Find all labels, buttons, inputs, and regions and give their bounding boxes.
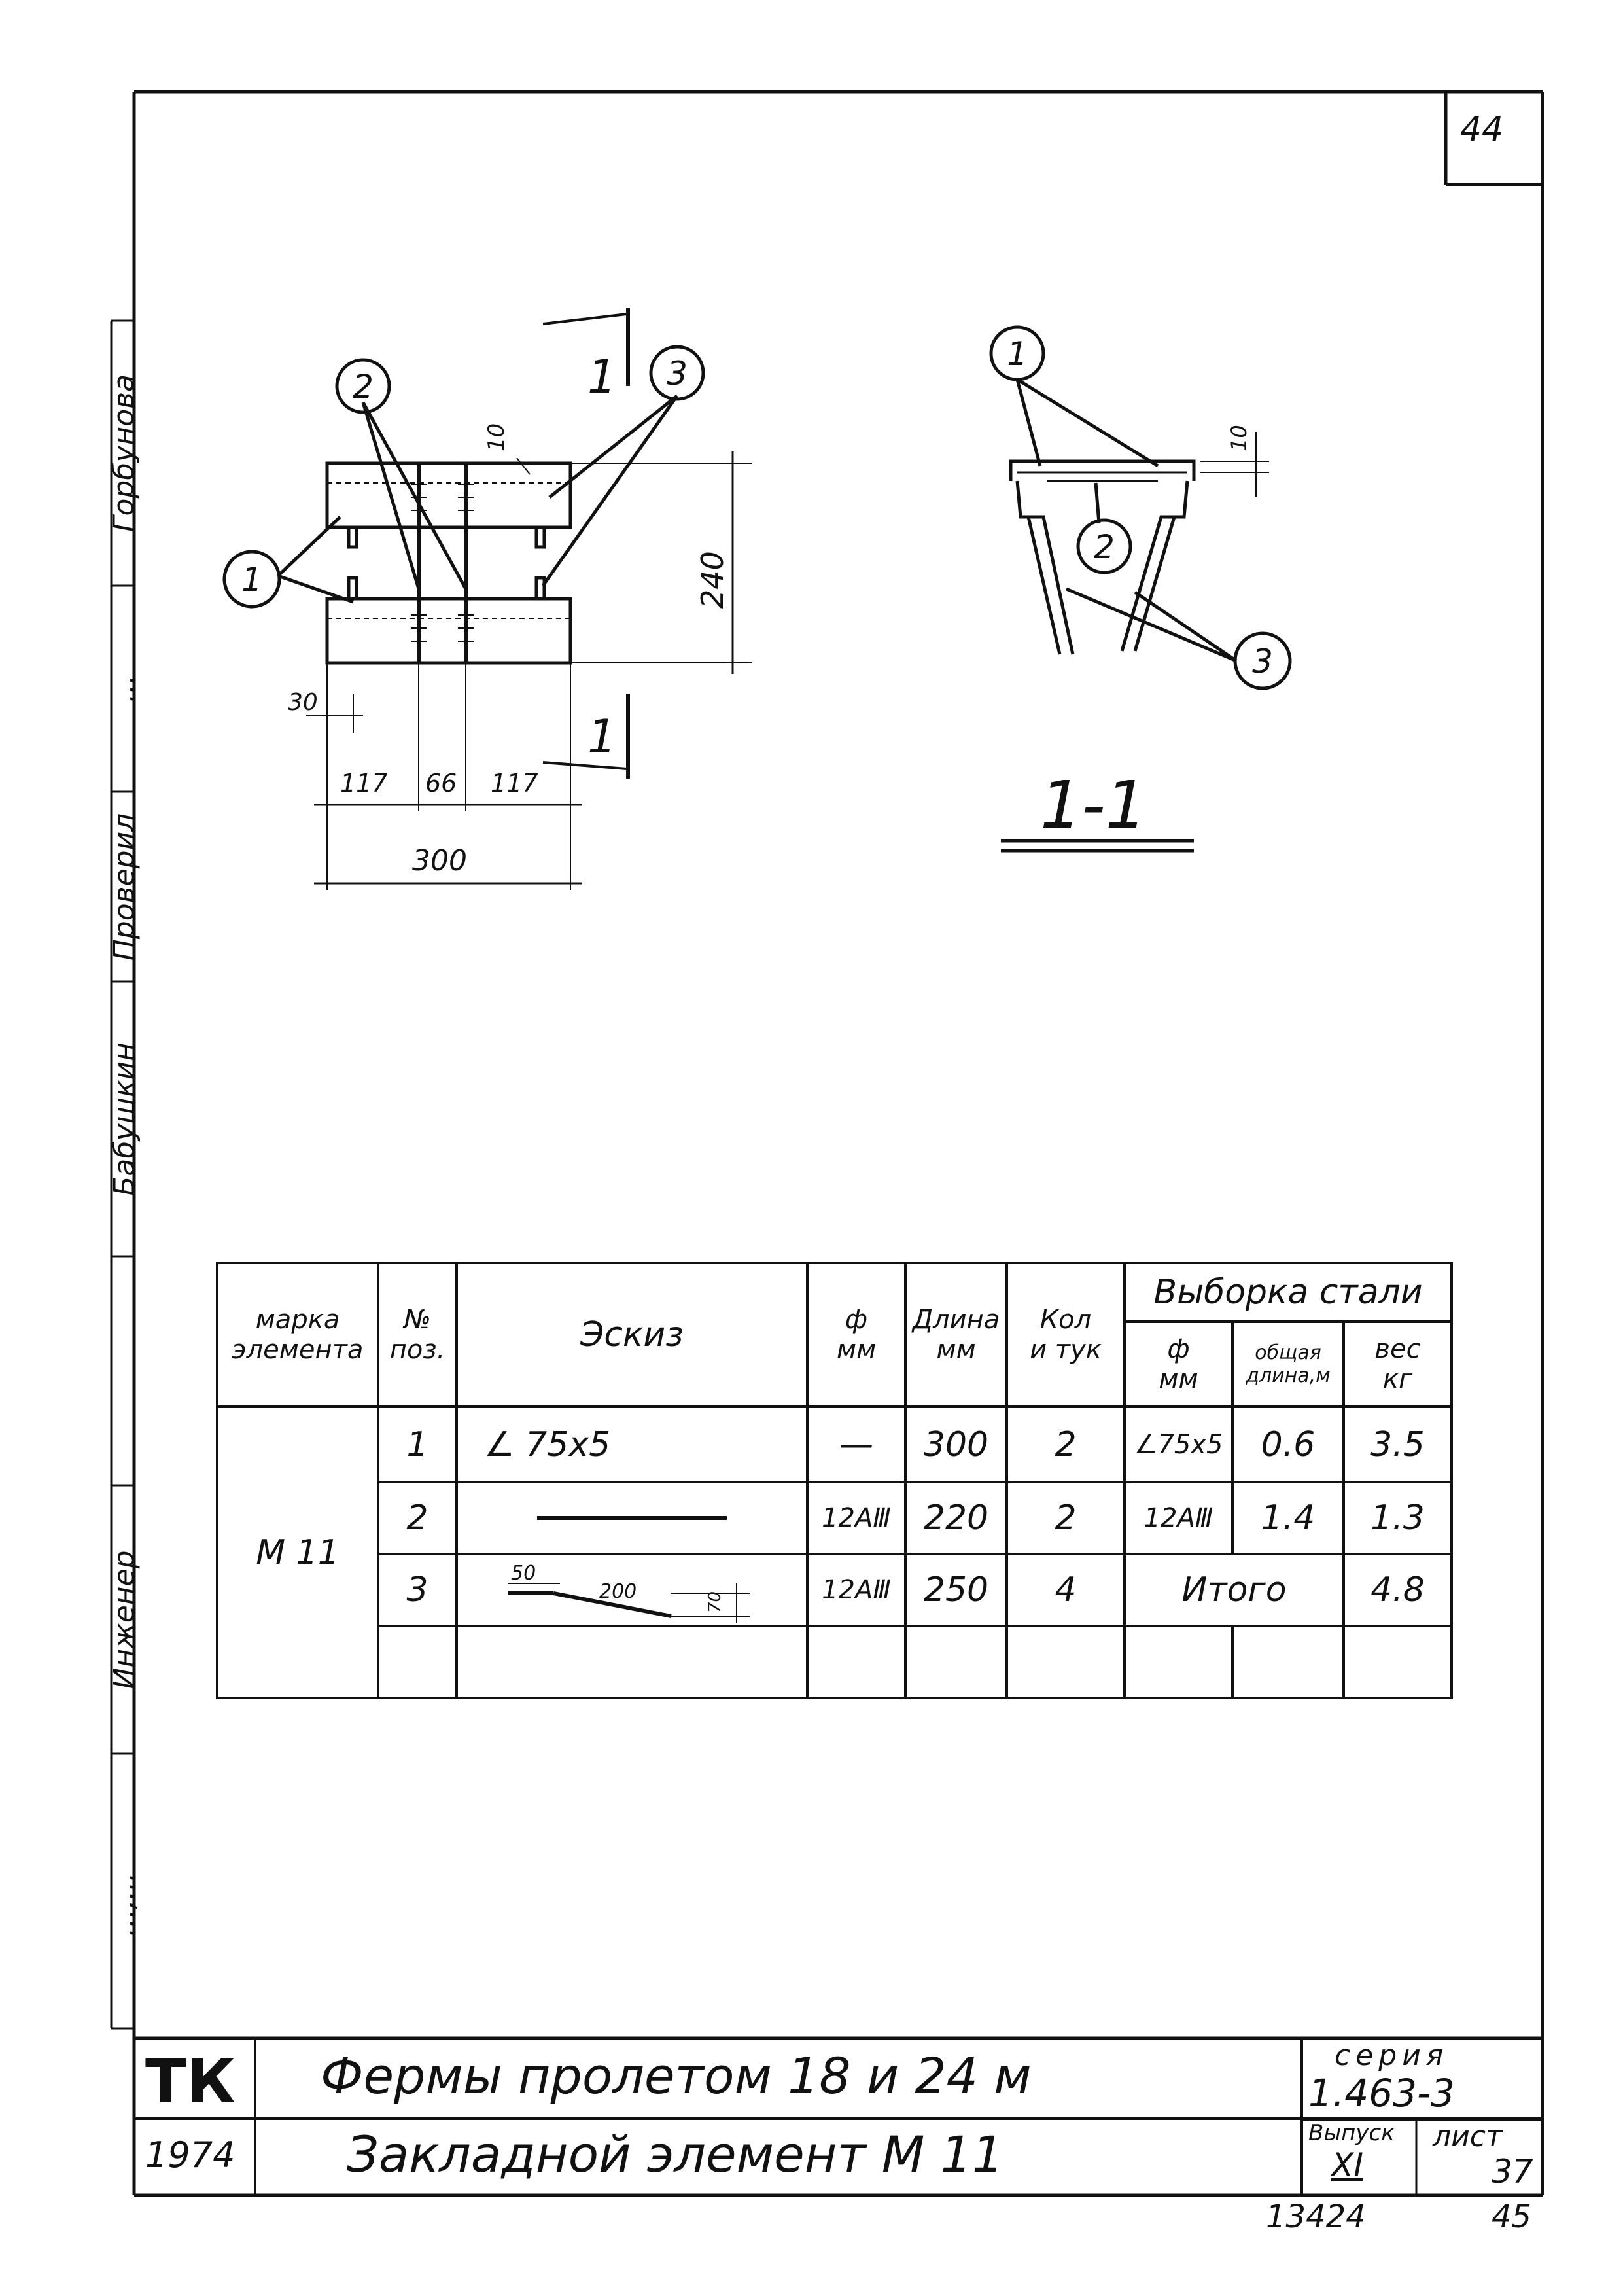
table-row-pos: 3	[377, 1553, 458, 1627]
issue-value: XI	[1331, 2146, 1363, 2184]
total-weight: 4.8	[1342, 1553, 1453, 1627]
callout-2: 2	[353, 368, 374, 406]
table-row-qty: 2	[1005, 1405, 1126, 1483]
page-number: 44	[1460, 110, 1504, 149]
dim-height: 240	[695, 551, 730, 609]
dim-thickness: 10	[483, 423, 510, 451]
title-line-1: Фермы пролетом 18 и 24 м	[321, 2047, 1032, 2105]
series-value: 1.463-3	[1308, 2071, 1455, 2115]
table-row-steel-weight: 3.5	[1342, 1405, 1453, 1483]
element-mark: М 11	[216, 1405, 379, 1699]
table-row-length: 250	[904, 1553, 1008, 1627]
callout-3: 3	[667, 355, 688, 393]
table-row-qty: 4	[1005, 1553, 1126, 1627]
section-callout-2: 2	[1094, 528, 1115, 566]
table-row-sketch: ∠ 75х5	[455, 1405, 809, 1483]
svg-text:50: 50	[511, 1562, 536, 1585]
table-row-length: 220	[904, 1481, 1008, 1555]
total-label: Итого	[1123, 1553, 1345, 1627]
table-row-steel-phi: ∠75х5	[1123, 1405, 1234, 1483]
table-row-steel-weight: 1.3	[1342, 1481, 1453, 1555]
table-row-steel-phi: 12АⅢ	[1123, 1481, 1234, 1555]
dim-middle: 66	[425, 769, 457, 798]
svg-text:70: 70	[705, 1591, 725, 1613]
title-line-2: Закладной элемент М 11	[347, 2125, 1004, 2183]
section-callout-3: 3	[1252, 643, 1273, 680]
dim-edge: 30	[288, 689, 318, 716]
archive-number: 13424	[1266, 2199, 1366, 2235]
callout-1: 1	[241, 561, 262, 599]
sheet-value: 37	[1492, 2153, 1533, 2191]
bottom-page-number: 45	[1492, 2199, 1532, 2235]
table-row-phi: —	[806, 1405, 907, 1483]
header-sketch: Эскиз	[455, 1262, 809, 1408]
year: 1974	[145, 2134, 236, 2176]
svg-text:200: 200	[599, 1580, 637, 1603]
table-row-phi: 12АⅢ	[806, 1553, 907, 1627]
table-row-phi: 12АⅢ	[806, 1481, 907, 1555]
issue-label: Выпуск	[1308, 2120, 1395, 2146]
table-row-sketch-bar	[455, 1481, 809, 1555]
table-row-pos: 2	[377, 1481, 458, 1555]
section-title: 1-1	[1040, 767, 1147, 843]
dim-right: 117	[491, 769, 538, 798]
table-row-steel-len: 0.6	[1231, 1405, 1345, 1483]
section-callout-1: 1	[1007, 335, 1028, 373]
section-marker-top: 1	[587, 350, 617, 404]
table-row-pos: 1	[377, 1405, 458, 1483]
dim-left: 117	[340, 769, 388, 798]
series-label: серия	[1335, 2039, 1449, 2072]
bent-bar-sketch: 50 200 70	[508, 1562, 750, 1623]
dim-total: 300	[412, 844, 467, 877]
table-row-sketch-bent: 50 200 70	[455, 1553, 809, 1627]
table-row-steel-len: 1.4	[1231, 1481, 1345, 1555]
table-row-length: 300	[904, 1405, 1008, 1483]
header-steel-selection: Выборка стали	[1123, 1262, 1453, 1323]
org-code: ТК	[145, 2047, 236, 2117]
section-marker-bottom: 1	[587, 710, 617, 764]
sheet-label: лист	[1433, 2120, 1503, 2153]
section-dim-thickness: 10	[1227, 425, 1251, 451]
table-row-qty: 2	[1005, 1481, 1126, 1555]
